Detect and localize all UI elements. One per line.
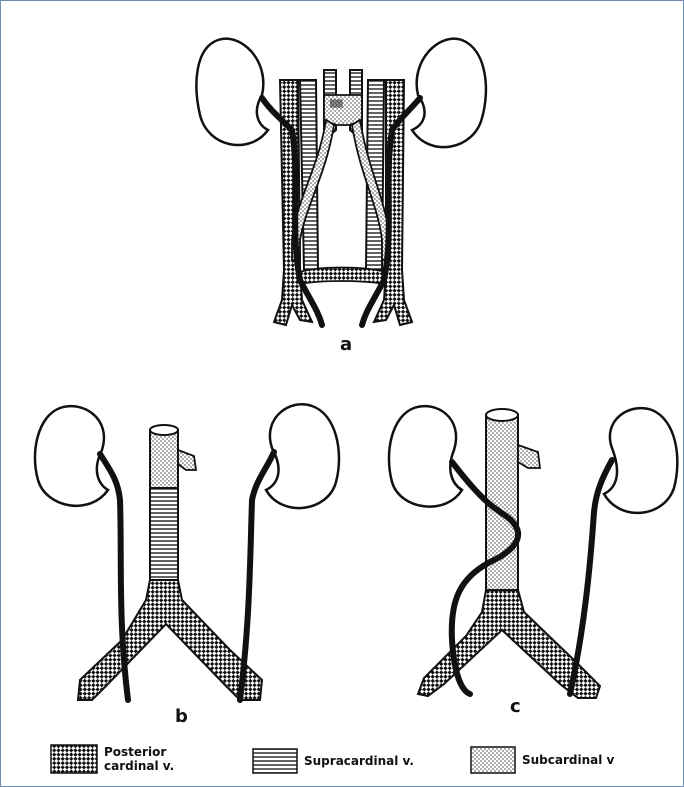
panel-label-b: b xyxy=(175,706,188,727)
renal-branch-b xyxy=(178,450,196,470)
iliac-bifurcation-b xyxy=(78,580,262,700)
ivc-upper-b xyxy=(150,430,178,488)
kidney-left-b xyxy=(35,406,108,506)
crosshatch-swatch xyxy=(50,744,98,774)
legend-item-posterior-cardinal: Posterior cardinal v. xyxy=(50,744,174,774)
panel-label-a: a xyxy=(340,334,352,355)
panel-label-c: c xyxy=(510,696,521,717)
panel-c: c xyxy=(389,406,677,717)
legend-item-subcardinal: Subcardinal v xyxy=(470,746,614,774)
embryology-diagram: ▒▒▒ a b xyxy=(0,0,684,740)
kidney-left-c xyxy=(389,406,462,506)
kidney-right-c xyxy=(604,408,677,513)
legend-label-posterior-cardinal: Posterior cardinal v. xyxy=(104,745,174,773)
kidney-right-a xyxy=(412,39,486,147)
legend-label-supracardinal: Supracardinal v. xyxy=(304,754,414,768)
anastomosis-mark: ▒▒▒ xyxy=(330,99,343,108)
kidney-left-a xyxy=(196,39,268,145)
stipple-swatch xyxy=(470,746,516,774)
ivc-opening-b xyxy=(150,425,178,435)
legend: Posterior cardinal v. Supracardinal v. xyxy=(0,738,684,787)
legend-label-subcardinal: Subcardinal v xyxy=(522,753,614,767)
renal-branch-c xyxy=(518,445,540,468)
legend-item-supracardinal: Supracardinal v. xyxy=(252,748,414,774)
ivc-middle-b xyxy=(150,488,178,580)
panel-a: ▒▒▒ a xyxy=(196,39,486,355)
kidney-right-b xyxy=(266,404,339,508)
panel-b: b xyxy=(35,404,339,727)
iliac-anastomosis-a xyxy=(300,268,386,285)
horizontal-lines-swatch xyxy=(252,748,298,774)
ivc-opening-c xyxy=(486,409,518,421)
